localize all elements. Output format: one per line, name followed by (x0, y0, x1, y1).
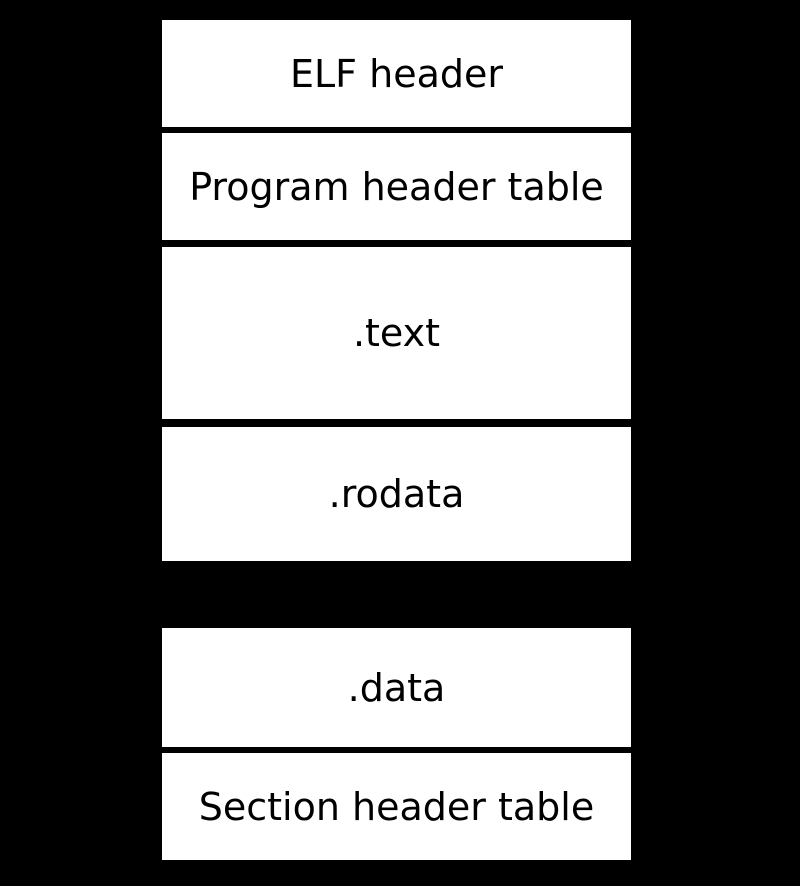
program-header-table-label: Program header table (189, 164, 604, 209)
data-section-label: .data (347, 665, 446, 710)
data-section-box: .data (162, 628, 631, 747)
text-section-box: .text (162, 247, 631, 419)
section-header-table-box: Section header table (162, 753, 631, 860)
elf-header-box: ELF header (162, 20, 631, 127)
text-section-label: .text (352, 311, 441, 355)
elf-header-label: ELF header (290, 51, 503, 96)
program-header-table-box: Program header table (162, 133, 631, 240)
rodata-section-label: .rodata (328, 472, 465, 516)
rodata-section-box: .rodata (162, 427, 631, 561)
section-header-table-label: Section header table (198, 784, 595, 829)
